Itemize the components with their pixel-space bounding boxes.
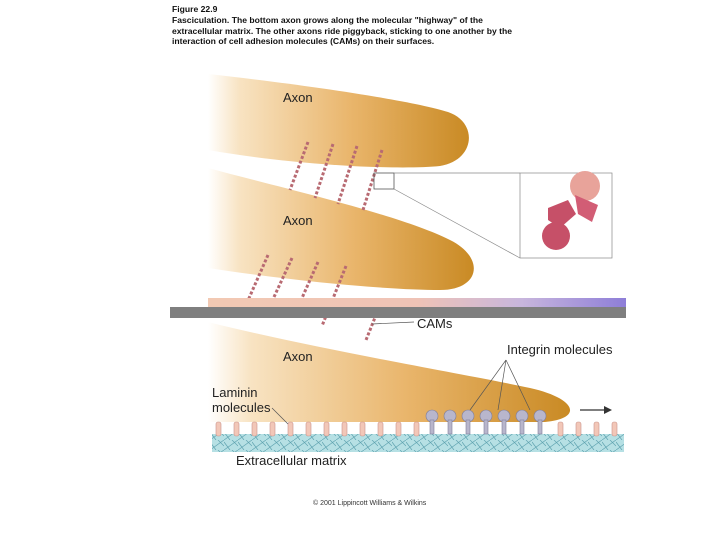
growth-direction-arrow [580, 406, 612, 414]
laminin-molecules [215, 421, 618, 437]
figure-number: Figure 22.9 [172, 4, 218, 14]
label-axon-bottom: Axon [283, 349, 313, 364]
axon-top [208, 74, 469, 168]
tissue-strip [208, 298, 626, 307]
zoom-line-bottom [393, 188, 521, 259]
label-laminin: Laminin molecules [212, 385, 271, 415]
axon-middle [208, 168, 474, 290]
label-laminin-line2: molecules [212, 400, 271, 415]
extracellular-matrix [212, 434, 624, 452]
cam-zoom-molecules [542, 171, 600, 250]
section-band [170, 307, 626, 318]
label-laminin-line1: Laminin [212, 385, 258, 400]
copyright-notice: © 2001 Lippincott Williams & Wilkins [313, 500, 427, 507]
label-extracellular-matrix: Extracellular matrix [236, 453, 347, 468]
label-integrin: Integrin molecules [507, 342, 613, 357]
cam-chains-upper [288, 141, 384, 211]
label-axon-middle: Axon [283, 213, 313, 228]
label-axon-top: Axon [283, 90, 313, 105]
figure-caption: Figure 22.9 Fasciculation. The bottom ax… [172, 4, 532, 47]
zoom-box [373, 172, 395, 190]
integrin-molecules [425, 409, 547, 435]
label-cams: CAMs [417, 316, 453, 331]
figure-caption-text: Fasciculation. The bottom axon grows alo… [172, 14, 513, 47]
leader-lines [271, 321, 531, 425]
